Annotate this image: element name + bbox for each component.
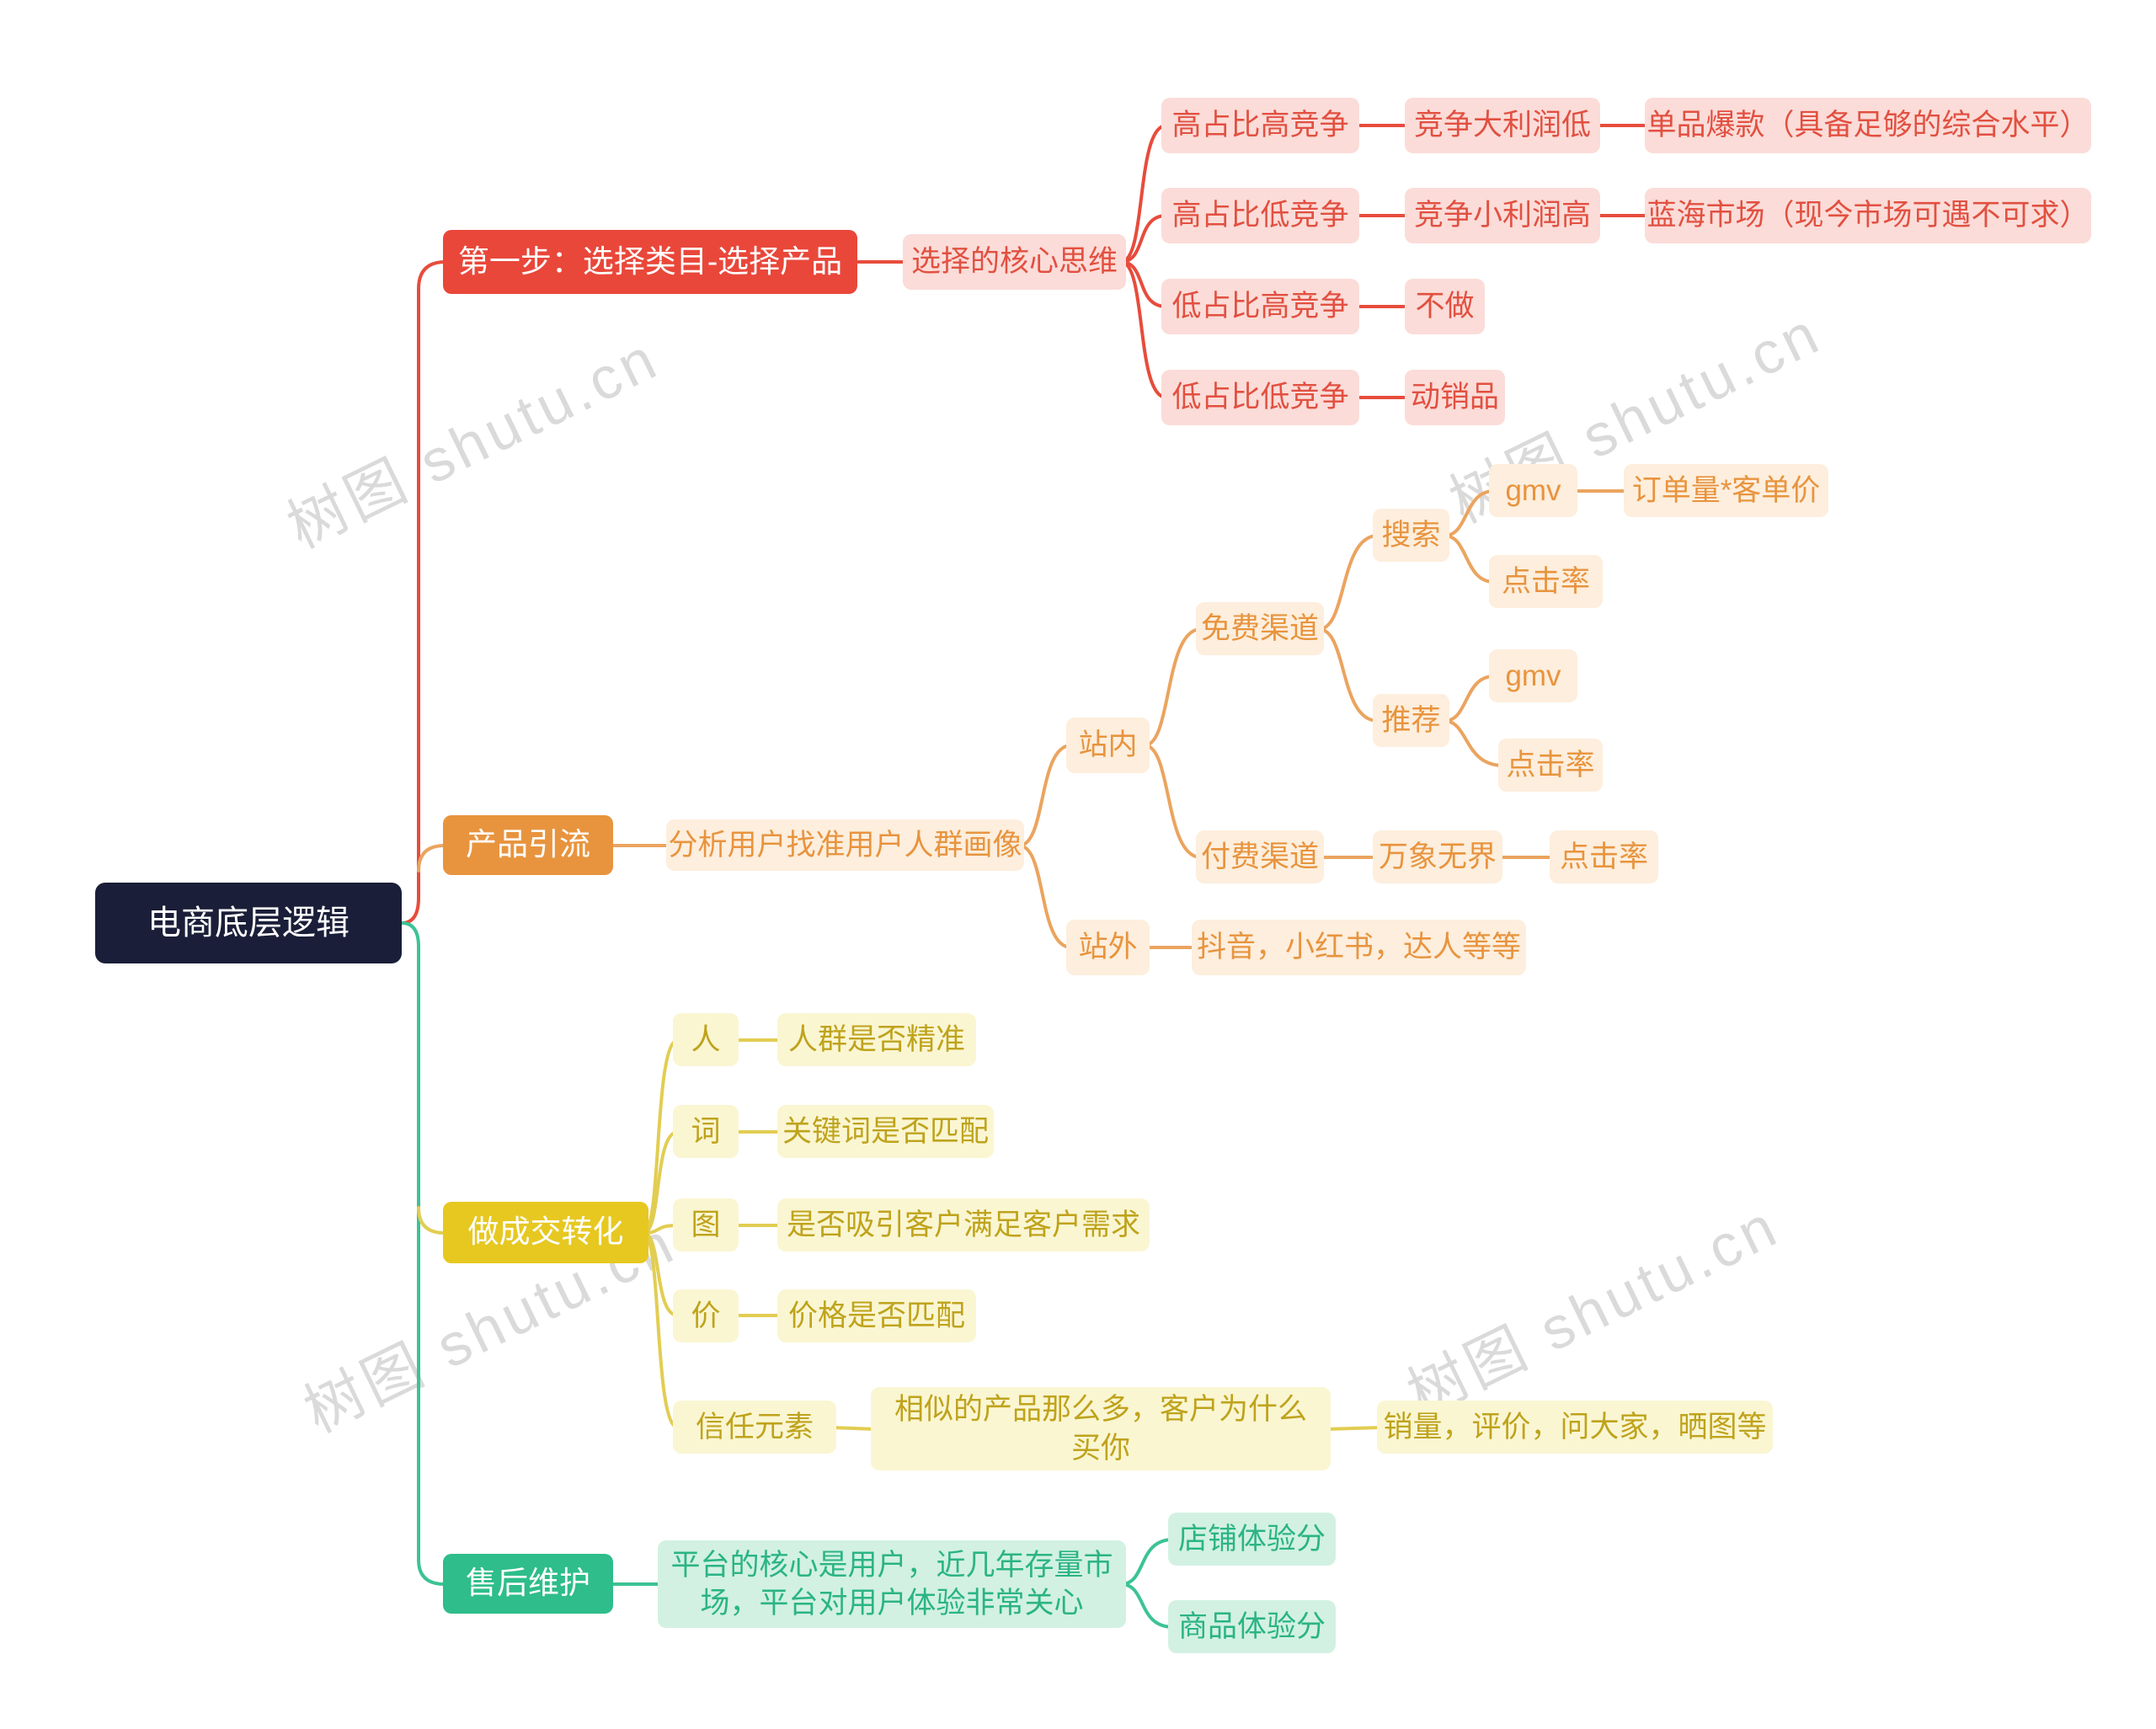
- node-wanxiang[interactable]: 万象无界: [1373, 830, 1502, 883]
- node-ctr-paid[interactable]: 点击率: [1550, 830, 1658, 883]
- edge: [1324, 1426, 1384, 1431]
- node-blue-ocean[interactable]: 蓝海市场（现今市场可遇不可求）: [1645, 188, 2091, 243]
- node-person-question[interactable]: 人群是否精准: [777, 1013, 976, 1066]
- node-ctr-search[interactable]: 点击率: [1489, 555, 1603, 608]
- edge: [1119, 1582, 1175, 1629]
- edge: [1443, 719, 1505, 767]
- node-dont-do[interactable]: 不做: [1405, 279, 1485, 334]
- node-step1[interactable]: 第一步：选择类目-选择产品: [443, 230, 857, 294]
- edge: [1317, 627, 1380, 723]
- node-small-comp-high-profit[interactable]: 竞争小利润高: [1405, 188, 1600, 243]
- edge: [400, 921, 451, 1586]
- node-trust-answer[interactable]: 销量，评价，问大家，晒图等: [1377, 1401, 1773, 1454]
- edge: [1317, 534, 1380, 631]
- edge: [400, 260, 451, 925]
- edge: [830, 1426, 878, 1431]
- node-root[interactable]: 电商底层逻辑: [95, 883, 402, 963]
- node-high-share-low-comp[interactable]: 高占比低竞争: [1161, 188, 1359, 243]
- red-edges: [400, 124, 1652, 925]
- node-core-thinking[interactable]: 选择的核心思维: [903, 234, 1126, 290]
- node-onsite[interactable]: 站内: [1066, 718, 1150, 773]
- node-user-analysis[interactable]: 分析用户找准用户人群画像: [666, 819, 1024, 871]
- node-high-share-high-comp[interactable]: 高占比高竞争: [1161, 98, 1359, 153]
- node-price-question[interactable]: 价格是否匹配: [777, 1289, 976, 1342]
- node-trust[interactable]: 信任元素: [673, 1401, 836, 1454]
- edge: [1443, 675, 1496, 723]
- node-word-question[interactable]: 关键词是否匹配: [777, 1105, 994, 1158]
- edge: [642, 1038, 680, 1235]
- node-product-traffic[interactable]: 产品引流: [443, 815, 613, 875]
- node-low-share-high-comp[interactable]: 低占比高竞争: [1161, 279, 1359, 334]
- node-offsite[interactable]: 站外: [1066, 920, 1150, 975]
- node-gmv-recommend[interactable]: gmv: [1489, 649, 1577, 702]
- node-gmv-search[interactable]: gmv: [1489, 464, 1577, 517]
- node-order-formula[interactable]: 订单量*客单价: [1624, 464, 1828, 517]
- node-product-score[interactable]: 商品体验分: [1168, 1600, 1336, 1653]
- node-aftersale[interactable]: 售后维护: [443, 1554, 613, 1614]
- node-aftersale-detail[interactable]: 平台的核心是用户，近几年存量市场，平台对用户体验非常关心: [658, 1540, 1126, 1628]
- edge: [1119, 124, 1168, 264]
- node-single-hot-item[interactable]: 单品爆款（具备足够的综合水平）: [1645, 98, 2091, 153]
- edge: [1443, 534, 1496, 584]
- node-conversion[interactable]: 做成交转化: [443, 1202, 648, 1263]
- node-trust-question[interactable]: 相似的产品那么多，客户为什么买你: [871, 1387, 1331, 1470]
- node-price[interactable]: 价: [673, 1289, 739, 1342]
- node-big-comp-low-profit[interactable]: 竞争大利润低: [1405, 98, 1600, 153]
- orange-edges: [417, 489, 1630, 949]
- yellow-edges: [417, 1038, 1384, 1431]
- edge: [1443, 489, 1496, 537]
- edge: [1119, 214, 1168, 264]
- node-person[interactable]: 人: [673, 1013, 739, 1066]
- edge: [1017, 744, 1073, 847]
- edge: [642, 1130, 680, 1235]
- green-edges: [400, 921, 1175, 1629]
- edge: [1119, 260, 1168, 308]
- node-image[interactable]: 图: [673, 1198, 739, 1251]
- node-paid-channel[interactable]: 付费渠道: [1196, 830, 1324, 883]
- edge: [642, 1231, 680, 1429]
- node-low-share-low-comp[interactable]: 低占比低竞争: [1161, 370, 1359, 425]
- node-offsite-detail[interactable]: 抖音，小红书，达人等等: [1192, 920, 1526, 975]
- node-shop-score[interactable]: 店铺体验分: [1168, 1513, 1336, 1566]
- node-search[interactable]: 搜索: [1373, 509, 1449, 562]
- edge: [1119, 1538, 1175, 1586]
- node-recommend[interactable]: 推荐: [1373, 694, 1449, 747]
- node-word[interactable]: 词: [673, 1105, 739, 1158]
- node-ctr-recommend[interactable]: 点击率: [1498, 739, 1603, 792]
- edge: [1017, 844, 1073, 949]
- node-moving-product[interactable]: 动销品: [1405, 370, 1505, 425]
- edge: [1143, 744, 1203, 859]
- node-image-question[interactable]: 是否吸引客户满足客户需求: [777, 1198, 1150, 1251]
- edge: [1119, 260, 1168, 399]
- node-free-channel[interactable]: 免费渠道: [1196, 602, 1324, 655]
- edge: [1143, 627, 1203, 747]
